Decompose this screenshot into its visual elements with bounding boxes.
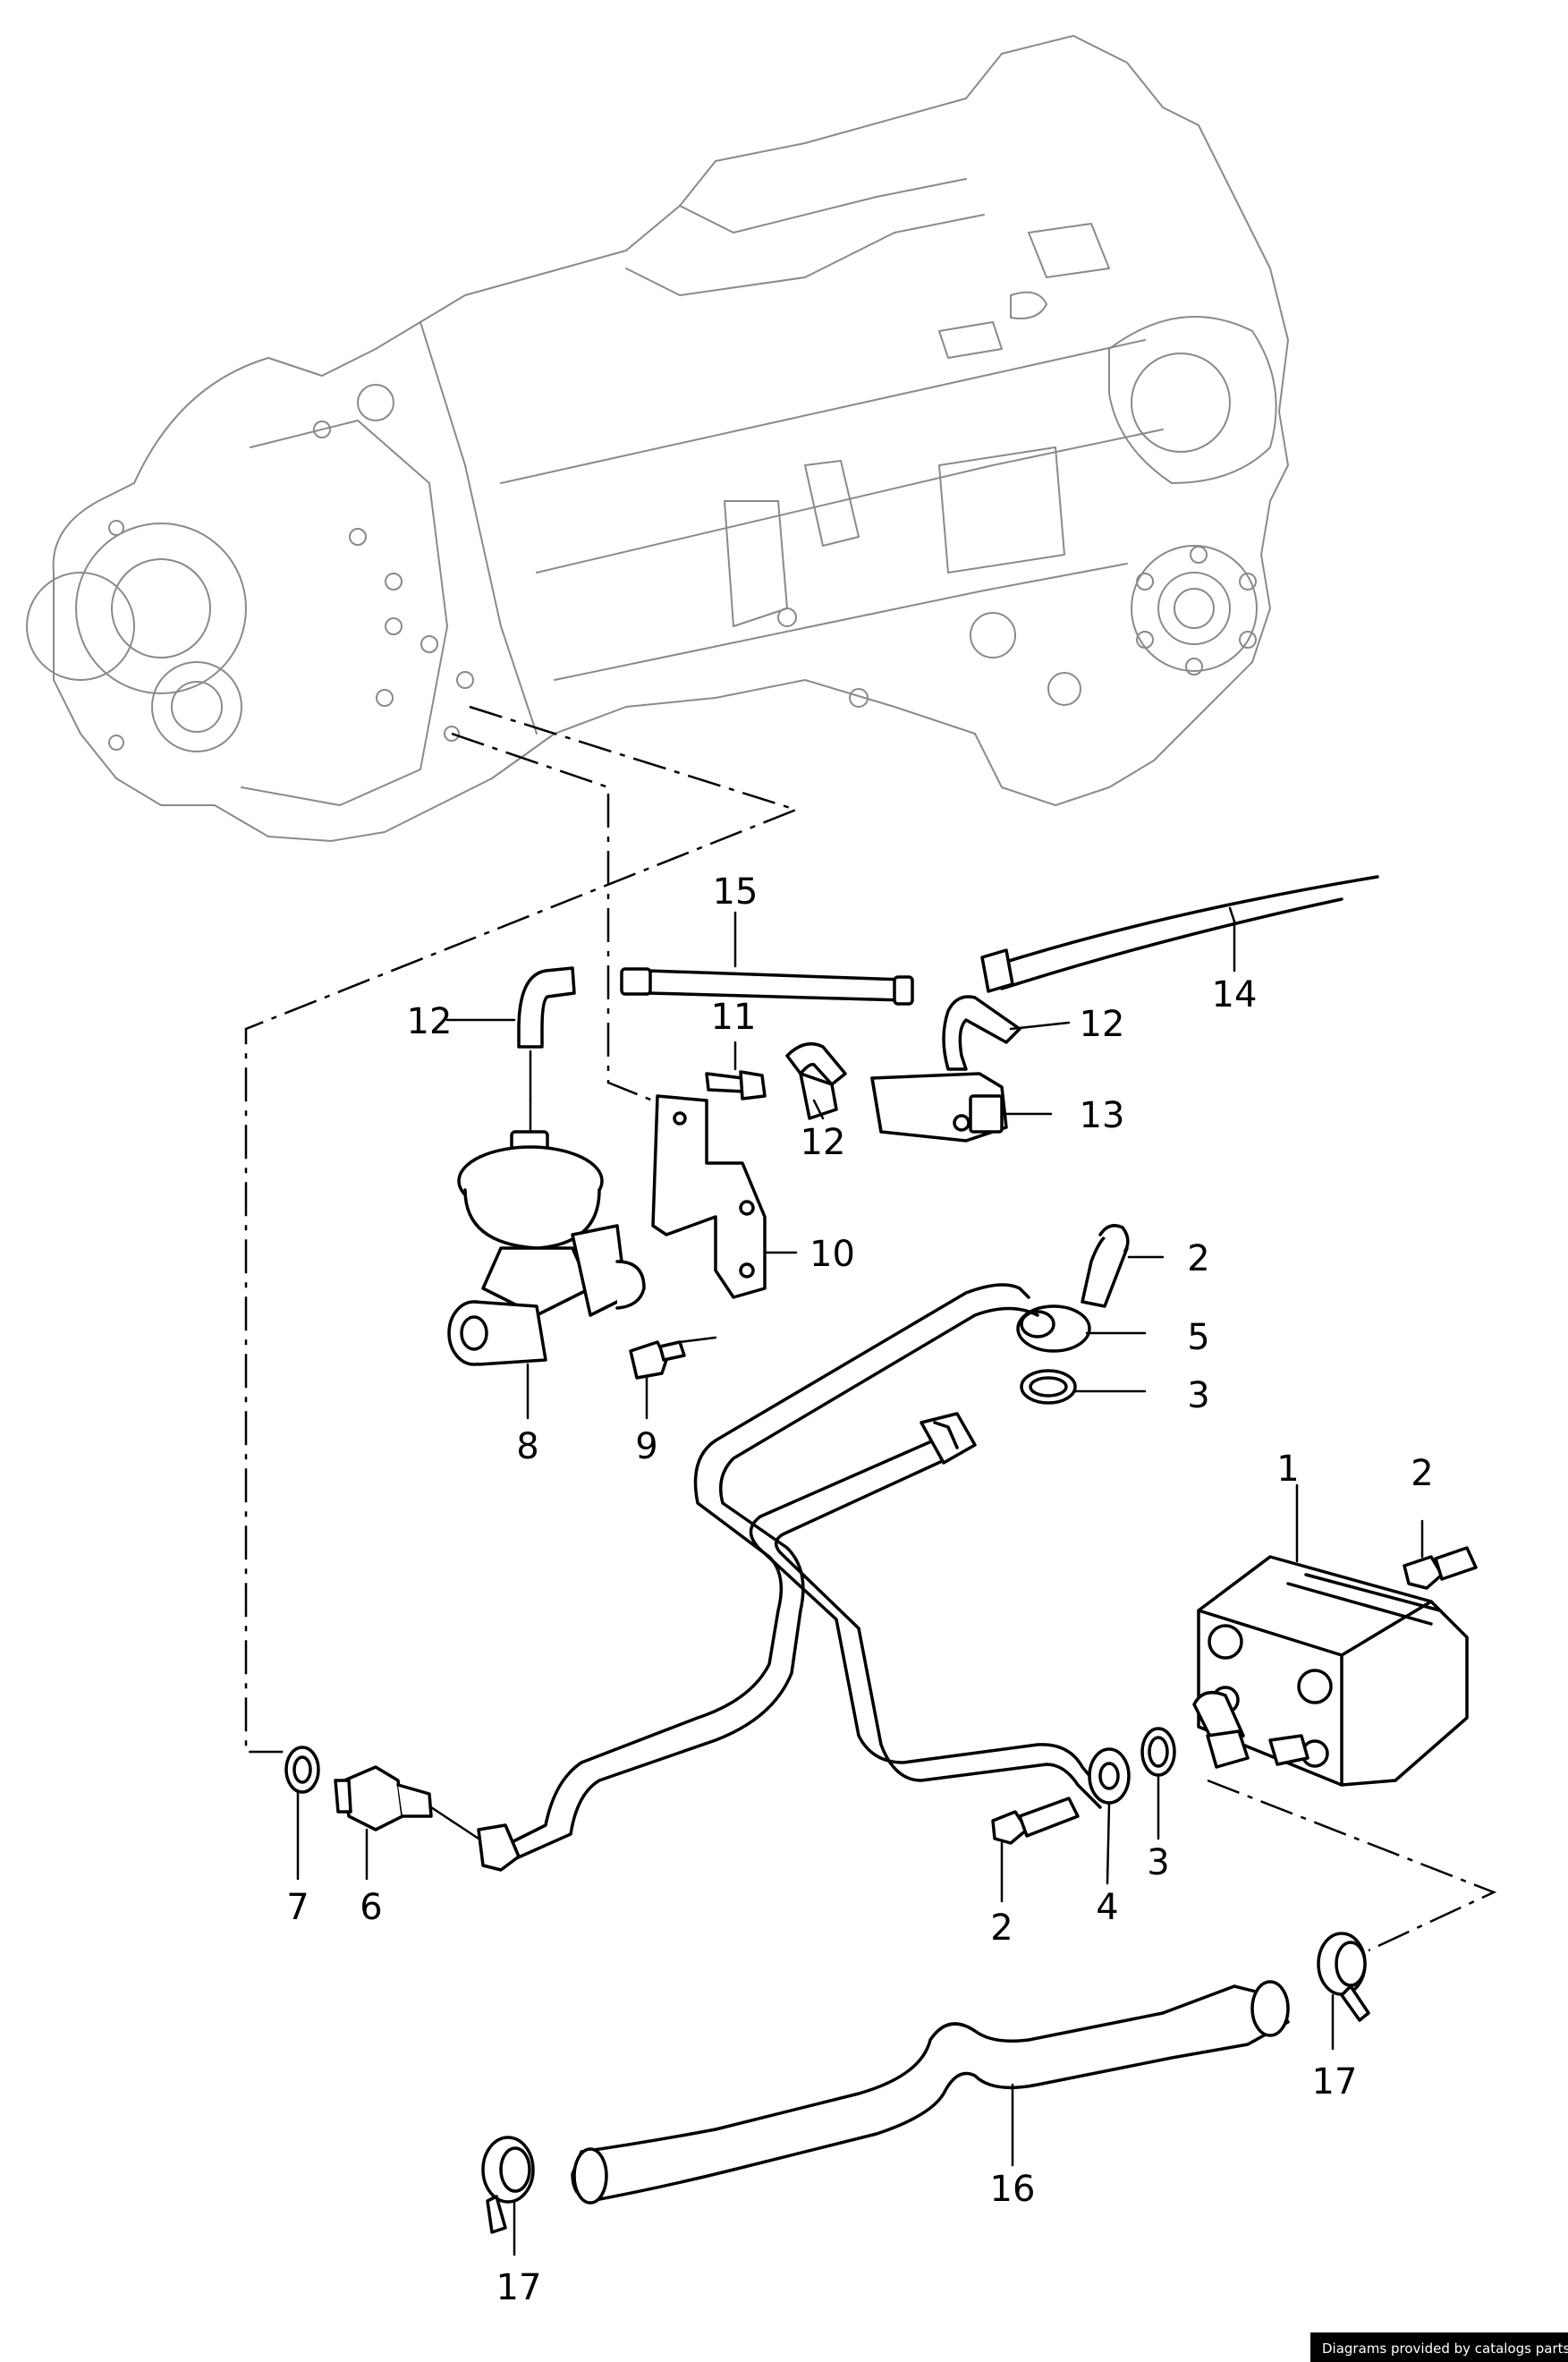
part-17-clamp-lower xyxy=(481,2136,535,2256)
oil-line-pipes xyxy=(477,1283,1106,1872)
callout-17: 17 xyxy=(1312,2061,1358,2103)
callout-2: 2 xyxy=(1411,1453,1433,1494)
part-3-ring-lower xyxy=(1140,1727,1176,1840)
callout-17: 17 xyxy=(496,2267,542,2308)
part-6-union xyxy=(334,1765,480,1881)
callout-9: 9 xyxy=(635,1426,657,1467)
part-17-clamp-upper xyxy=(1317,1932,1370,2051)
callout-10: 10 xyxy=(809,1234,855,1275)
callout-16: 16 xyxy=(990,2169,1036,2210)
part-12-elbow-hose-c xyxy=(942,995,1071,1071)
part-15-straight-hose xyxy=(620,967,914,1006)
callout-labels: 1 2 2 2 3 3 4 5 6 7 8 9 10 11 12 12 12 1… xyxy=(286,871,1433,2308)
part-12-elbow-hose-a xyxy=(517,966,576,1102)
callout-5: 5 xyxy=(1187,1317,1209,1358)
credit-text: Diagrams provided by catalogs parts xyxy=(1322,2341,1568,2357)
part-7-ring xyxy=(284,1746,320,1881)
callout-6: 6 xyxy=(360,1887,382,1928)
leader-transmission-to-union xyxy=(244,705,800,1754)
callout-3: 3 xyxy=(1187,1375,1209,1416)
callout-11: 11 xyxy=(711,997,757,1038)
part-13-valve xyxy=(870,1072,1053,1143)
callout-12: 12 xyxy=(407,1001,453,1042)
part-14-vent-hose xyxy=(980,875,1379,993)
credit-badge: Diagrams provided by catalogs parts xyxy=(1310,2332,1568,2362)
part-5-fitting xyxy=(1016,1304,1147,1353)
callout-15: 15 xyxy=(713,871,759,913)
part-1-oil-cooler xyxy=(1192,1483,1469,1787)
callout-2: 2 xyxy=(990,1907,1013,1949)
part-2-bolt-right xyxy=(1403,1519,1478,1590)
part-4-fitting xyxy=(1088,1747,1131,1885)
part-16-hose xyxy=(571,1980,1290,2205)
callout-3: 3 xyxy=(1147,1842,1169,1883)
leader-cooler-to-clamp xyxy=(1207,1779,1497,1952)
transmission-housing xyxy=(26,35,1289,842)
callout-12: 12 xyxy=(801,1122,846,1163)
part-3-ring-top xyxy=(1020,1369,1147,1405)
part-9-bolt xyxy=(629,1336,717,1420)
callout-8: 8 xyxy=(516,1426,538,1467)
callout-12: 12 xyxy=(1080,1004,1125,1045)
callout-1: 1 xyxy=(1276,1449,1299,1490)
callout-4: 4 xyxy=(1096,1887,1118,1928)
callout-7: 7 xyxy=(286,1887,309,1928)
part-8-valve xyxy=(447,1099,646,1420)
callout-14: 14 xyxy=(1212,974,1258,1015)
label-leaders xyxy=(445,906,1236,1120)
part-10-bracket xyxy=(651,1094,798,1299)
leader-transmission-to-bracket xyxy=(451,732,665,1107)
dash-dot-leaders xyxy=(244,705,1497,1952)
callout-13: 13 xyxy=(1080,1095,1125,1136)
part-2-bolt-top xyxy=(1081,1224,1165,1308)
part-11-bolt xyxy=(705,1041,767,1100)
callout-2: 2 xyxy=(1187,1238,1209,1279)
part-12-elbow-hose-b xyxy=(785,1041,847,1120)
part-2-bolt-lower xyxy=(991,1797,1080,1903)
